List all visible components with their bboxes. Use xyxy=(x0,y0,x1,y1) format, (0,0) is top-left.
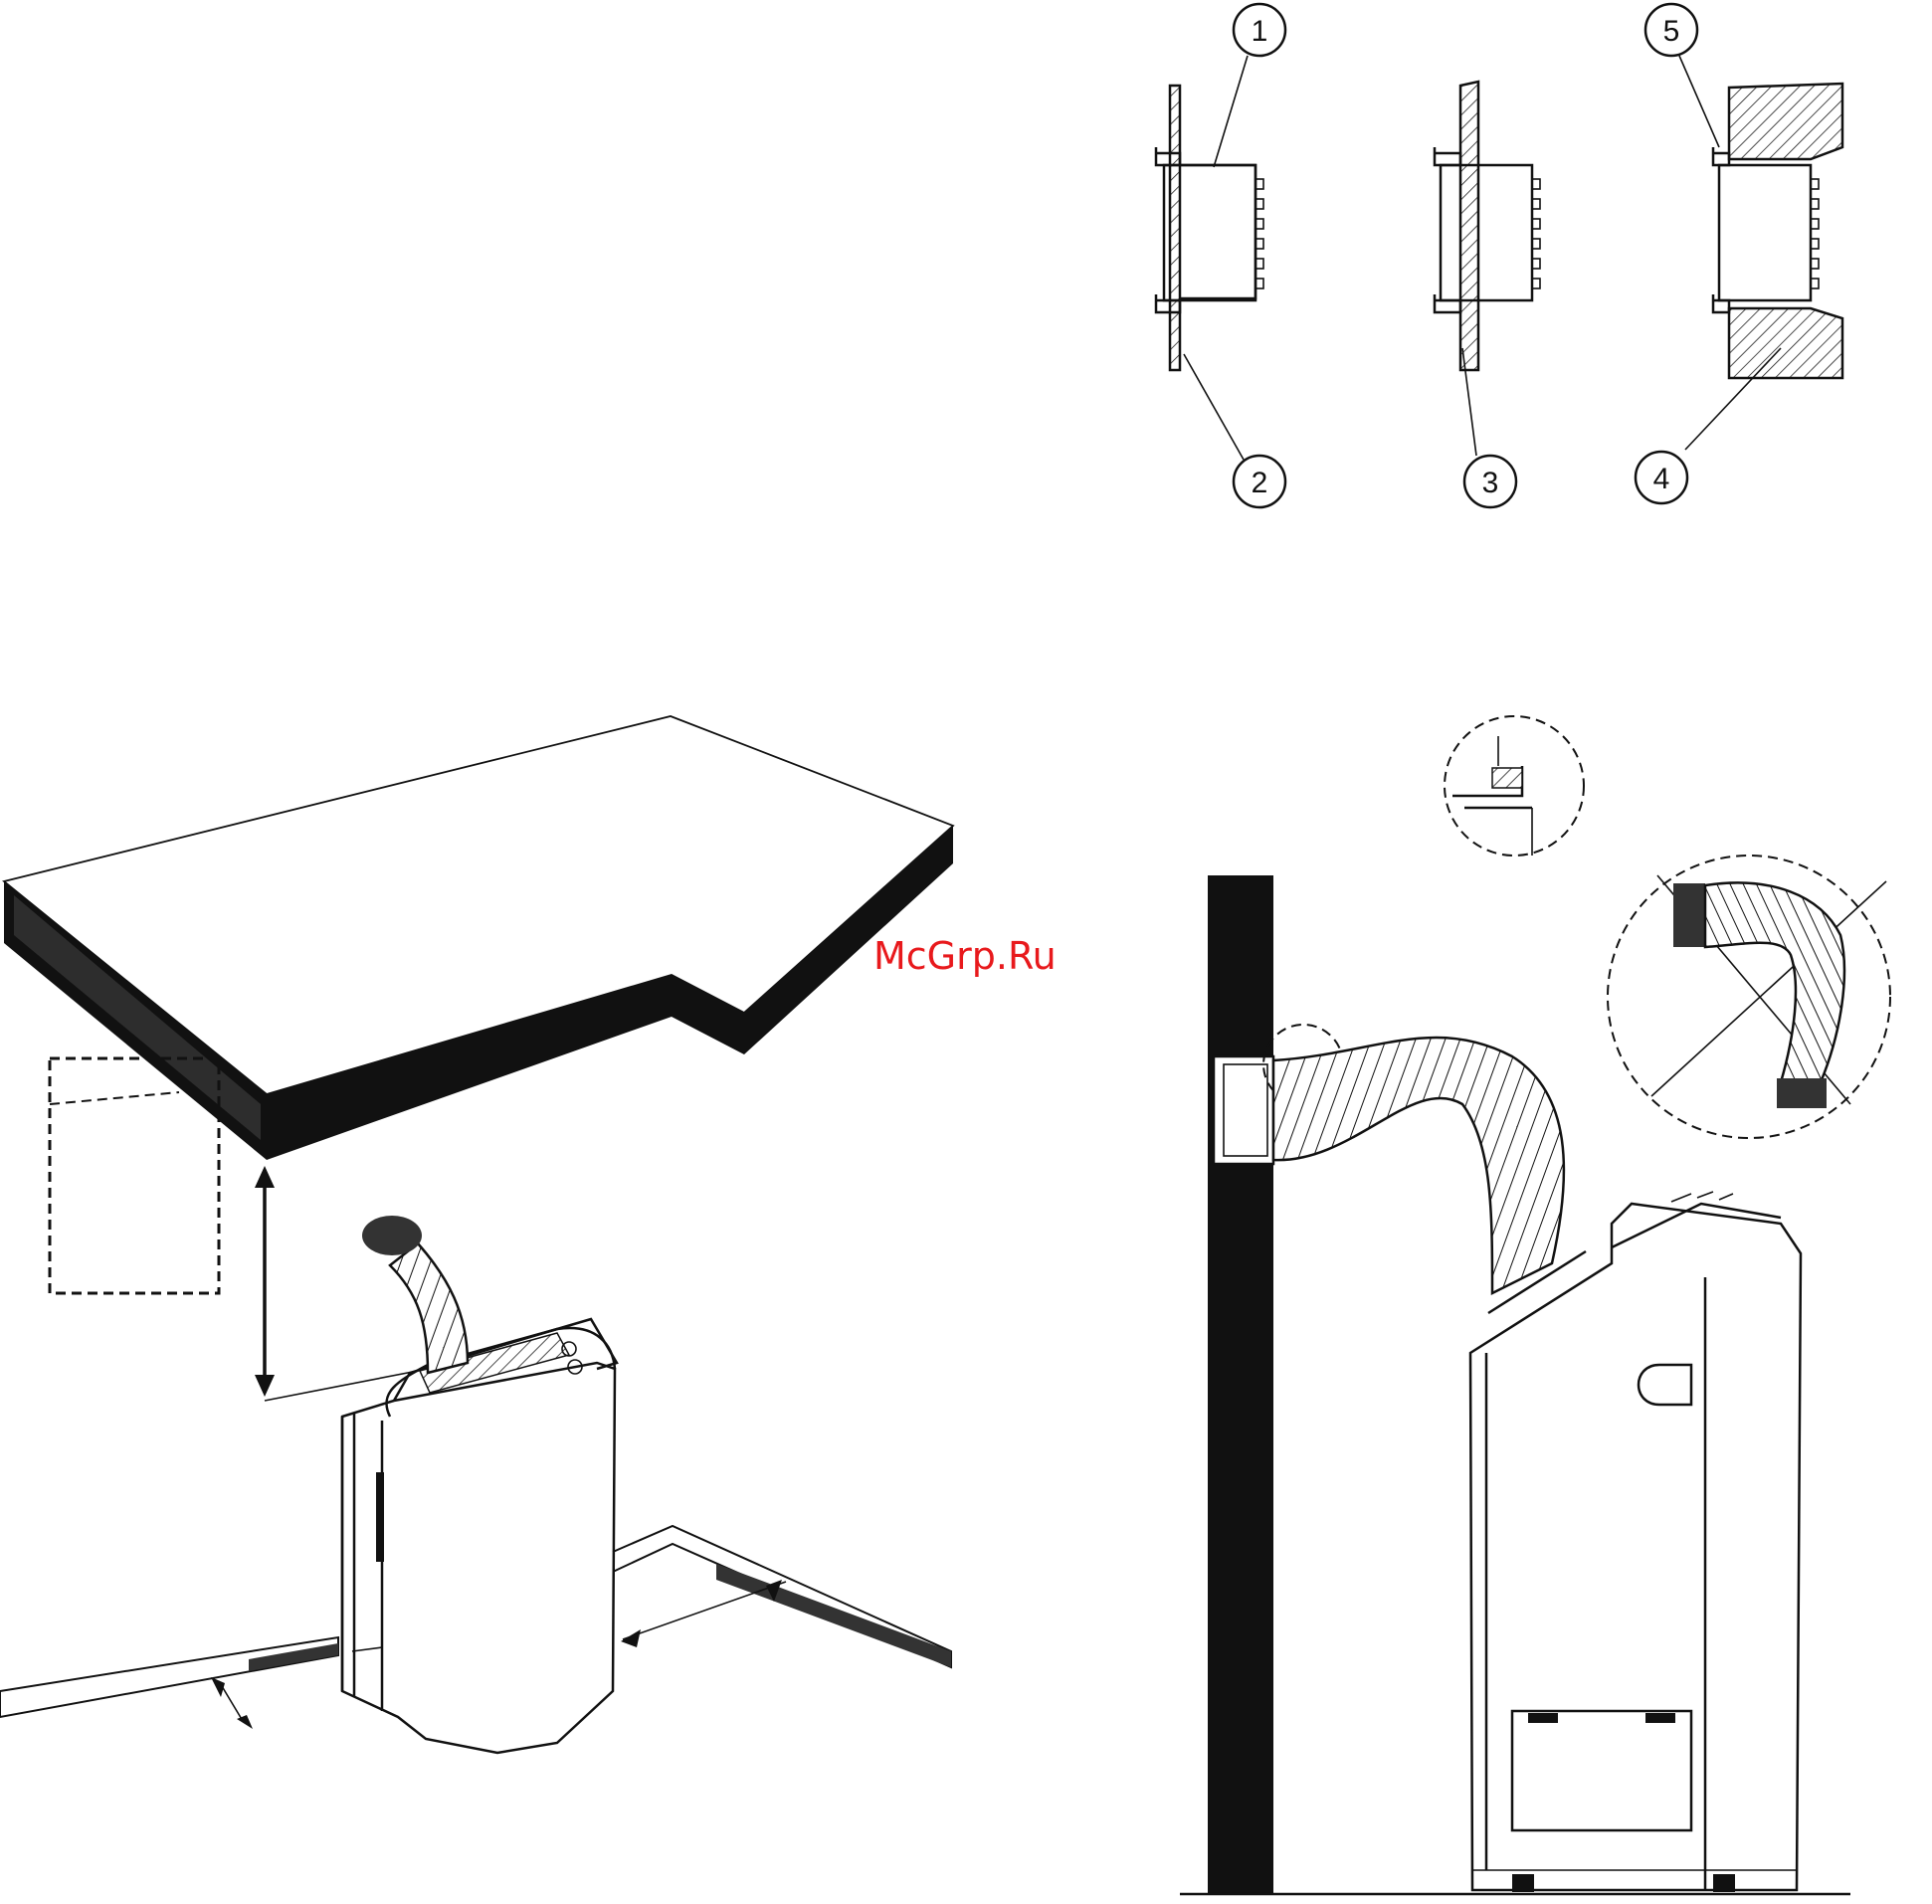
crossed-circle-icon xyxy=(1608,856,1890,1138)
callout-4-label: 4 xyxy=(1653,463,1670,495)
callout-3-label: 3 xyxy=(1482,467,1499,499)
callout-4: 4 xyxy=(1636,452,1687,503)
room-clearance-diagram xyxy=(0,716,953,1753)
callout-2: 2 xyxy=(1234,456,1285,507)
filter-panel xyxy=(1512,1711,1691,1830)
wall-section xyxy=(1208,875,1273,1894)
callout-leaders xyxy=(1184,56,1781,460)
portable-air-conditioner-unit xyxy=(342,1216,617,1753)
exhaust-hose xyxy=(1273,1038,1564,1293)
hose-installation-diagram xyxy=(1180,716,1890,1894)
detail-circle-adapter xyxy=(1445,716,1584,856)
callout-1: 1 xyxy=(1234,4,1285,56)
watermark-text: McGrp.Ru xyxy=(873,934,1057,978)
callout-2-label: 2 xyxy=(1252,467,1268,499)
wall-adapter-section-medium-panel xyxy=(1435,82,1540,370)
callout-1-label: 1 xyxy=(1252,15,1268,48)
portable-unit-side-view xyxy=(1470,1192,1801,1892)
callout-5: 5 xyxy=(1645,4,1697,56)
callout-5-label: 5 xyxy=(1663,15,1680,48)
wall-adapter-section-thin-panel xyxy=(1156,86,1263,370)
wall-adapter-section-thick-wall xyxy=(1713,84,1842,378)
callout-3: 3 xyxy=(1464,456,1516,507)
